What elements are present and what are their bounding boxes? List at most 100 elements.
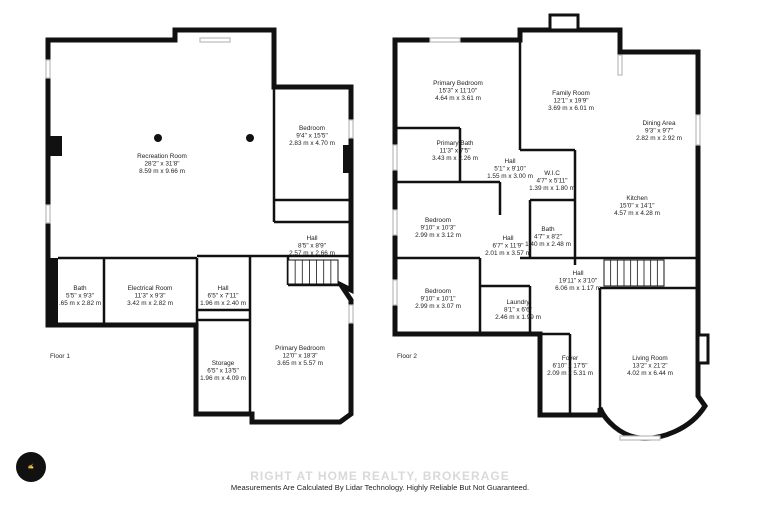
floor-1-plan [45,27,354,425]
window [392,279,398,306]
room-metric: 2.83 m x 4.70 m [289,140,335,147]
room-metric: .65 m x 2.82 m [59,300,101,307]
room-name: Bedroom [299,125,325,132]
room-imperial: 9'10" x 10'1" [420,296,455,303]
room-imperial: 8'1" x 6'6" [504,307,532,314]
room-imperial: 5'1" x 9'10" [494,166,526,173]
room-metric: 6.06 m x 1.17 m [555,285,601,292]
room-imperial: 13'2" x 21'2" [632,363,667,370]
room-name: Recreation Room [137,153,187,160]
room-name: Family Room [552,90,590,97]
window [348,119,354,139]
room-imperial: 12'1" x 19'9" [553,98,588,105]
room-imperial: 6'5" x 7'11" [207,293,238,300]
floor-2-name: Floor 2 [397,353,417,360]
room-metric: 3.69 m x 6.01 m [548,105,594,112]
room-name: Hall [504,158,515,165]
room-metric: 2.99 m x 3.07 m [415,303,461,310]
floor-1-column [343,145,351,173]
window [617,54,623,76]
room-metric: 2.99 m x 3.12 m [415,232,461,239]
window [45,59,51,79]
window [45,204,51,224]
window [695,114,701,146]
window [392,209,398,236]
room-imperial: 6'7" x 11'9" [492,243,523,250]
room-imperial: 6'10" x 17'5" [552,363,587,370]
window [199,37,231,43]
fireplace-chimney [548,13,580,32]
room-name: Primary Bath [437,140,474,147]
room-imperial: 5'5" x 9'3" [66,293,94,300]
room-label-floor-2-wic: W.I.C4'7" x 5'11"1.39 m x 1.80 m [529,170,575,192]
floor-1-wall-block [48,258,58,325]
room-name: Primary Bedroom [275,345,325,352]
room-imperial: 11'3" x 7'5" [439,148,470,155]
room-imperial: 4'7" x 5'11" [536,178,567,185]
floor-1-column [50,136,62,156]
room-metric: 1.40 m x 2.48 m [525,241,571,248]
window [619,435,661,441]
room-imperial: 15'0" x 14'1" [619,203,654,210]
room-name: Kitchen [626,195,648,202]
room-name: Storage [212,360,235,367]
room-name: Bath [73,285,87,292]
room-imperial: 15'3" x 11'10" [439,88,477,95]
room-imperial: 11'3" x 9'3" [134,293,165,300]
room-metric: 4.57 m x 4.28 m [614,210,660,217]
fireplace-living [696,333,710,365]
room-name: Living Room [632,355,668,362]
window [392,144,398,171]
floor-2-interior-walls [395,40,698,415]
floor-1-stairs [287,259,339,285]
room-imperial: 9'10" x 10'3" [420,225,455,232]
window [348,304,354,324]
room-metric: 3.42 m x 2.82 m [127,300,173,307]
room-name: Hall [217,285,228,292]
room-imperial: 12'0" x 18'3" [282,353,317,360]
room-imperial: 19'11" x 3'10" [559,278,597,285]
floor-1-name: Floor 1 [50,353,70,360]
room-name: Hall [502,235,513,242]
floor-2-stairs [603,259,665,287]
room-name: Electrical Room [128,285,173,292]
disclaimer-text: Measurements Are Calculated By Lidar Tec… [230,483,530,492]
room-metric: 3.43 m x 2.26 m [432,155,478,162]
brokerage-watermark: RIGHT AT HOME REALTY, BROKERAGE [250,469,510,483]
room-metric: 4.64 m x 3.61 m [435,95,481,102]
room-imperial: 8'5" x 8'9" [298,243,326,250]
room-metric: 2.46 m x 1.99 m [495,314,541,321]
room-metric: 1.96 m x 4.09 m [200,375,246,382]
room-name: Bedroom [425,288,451,295]
room-metric: 1.39 m x 1.80 m [529,185,575,192]
room-name: Bedroom [425,217,451,224]
room-imperial: 9'3" x 9'7" [645,128,673,135]
signature-logo-icon: ✍ [16,452,46,482]
room-imperial: 6'5" x 13'5" [207,368,239,375]
room-name: Foyer [562,355,579,362]
room-name: Laundry [506,299,530,306]
room-name: Dining Area [642,120,675,127]
room-imperial: 28'2" x 31'8" [144,161,179,168]
room-imperial: 9'4" x 15'5" [296,133,328,140]
ceiling-light-icon [154,134,162,142]
room-metric: 1.55 m x 3.00 m [487,173,533,180]
